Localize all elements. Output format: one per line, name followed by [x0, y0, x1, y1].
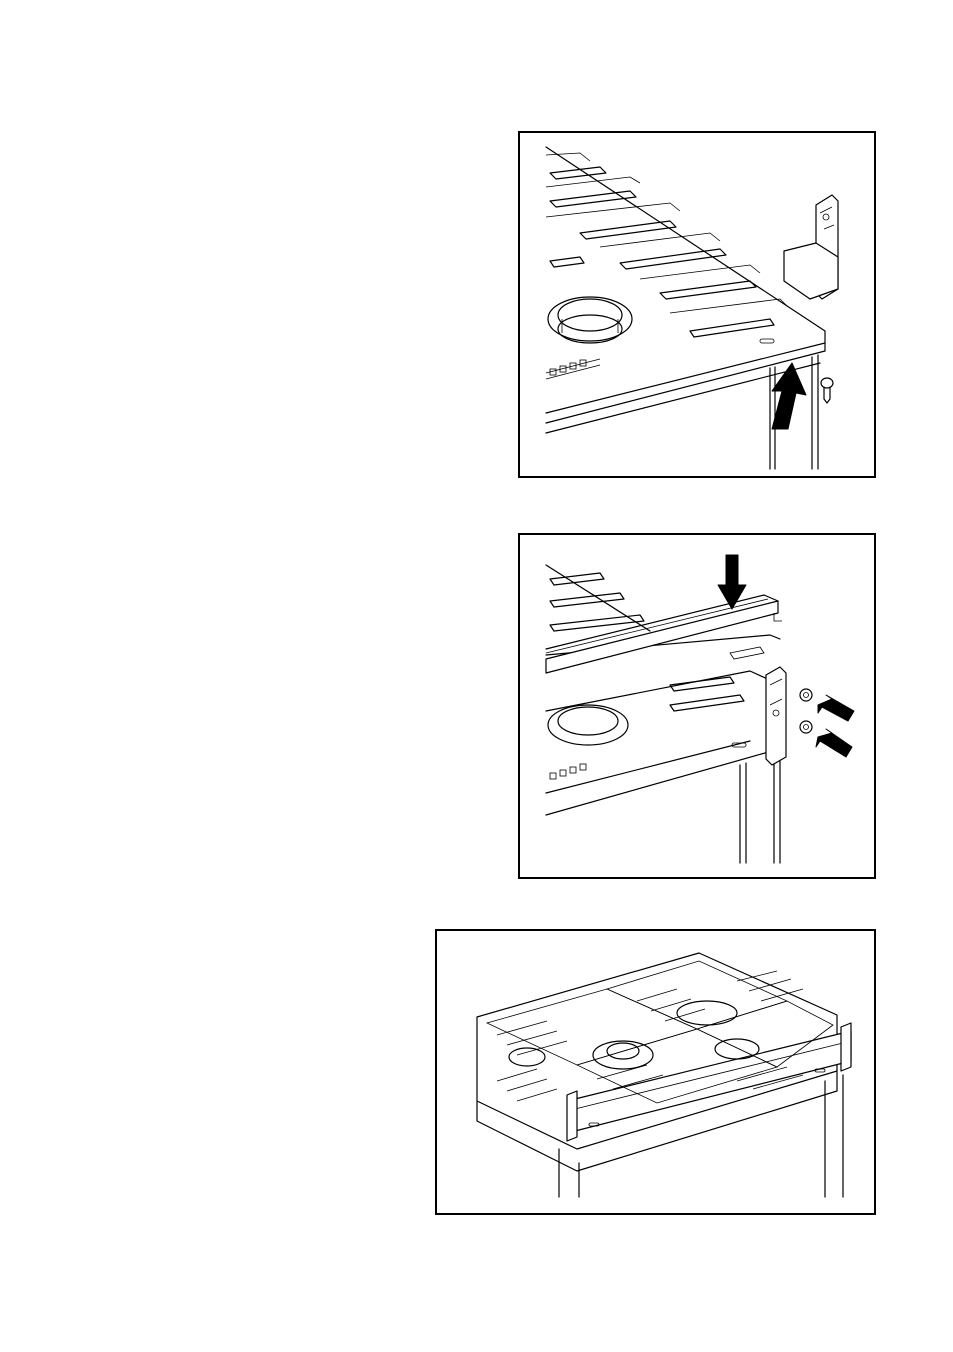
side-bracket	[784, 195, 838, 299]
figure-1	[518, 131, 876, 478]
cooker-top-corner-with-bracket-and-screw-icon	[520, 133, 874, 476]
nut-icon	[800, 689, 812, 733]
cooker-hob-with-rail-assembled-icon	[437, 931, 874, 1213]
screw-icon	[821, 378, 833, 403]
figure-3	[435, 929, 876, 1215]
pan-support-bars	[546, 153, 788, 337]
rail-bar	[546, 595, 782, 673]
arrow-up-icon	[772, 363, 806, 429]
arrow-left-up-icon	[816, 695, 854, 757]
rail-bar	[567, 1023, 851, 1141]
figure-2	[518, 533, 876, 879]
cooker-top-rail-with-nuts-icon	[520, 535, 874, 877]
side-bracket	[766, 667, 786, 765]
